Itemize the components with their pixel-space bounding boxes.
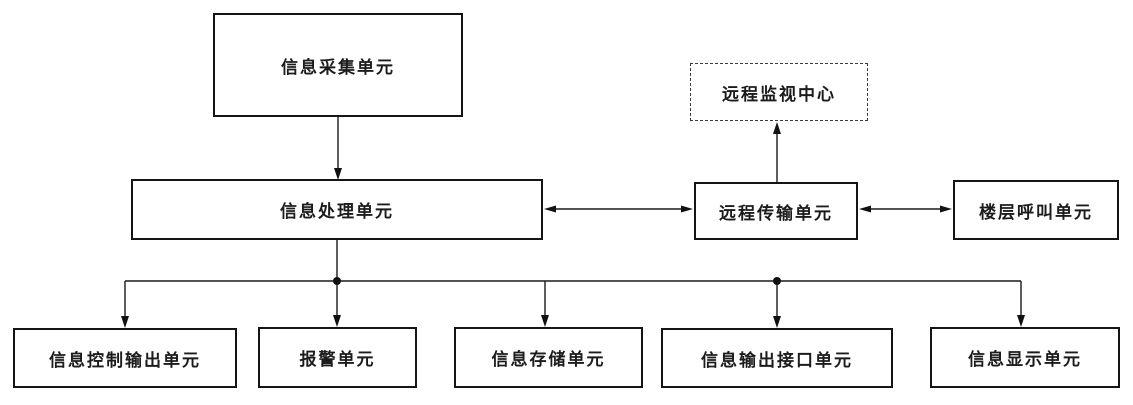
arrowhead-down-into-alarm <box>333 315 341 327</box>
arrowhead-down-into-processing <box>334 168 342 180</box>
arrowhead-down-into-storage <box>541 315 549 327</box>
junction-dot-left <box>333 277 341 285</box>
node-info-display-unit: 信息显示单元 <box>930 327 1120 388</box>
arrowhead-left-into-transmission <box>859 205 871 213</box>
arrowhead-down-into-display <box>1017 315 1025 327</box>
node-label: 报警单元 <box>299 350 376 369</box>
node-label: 信息控制输出单元 <box>49 350 201 370</box>
node-info-collection-unit: 信息采集单元 <box>213 13 463 117</box>
node-alarm-unit: 报警单元 <box>258 327 417 388</box>
node-label: 楼层呼叫单元 <box>979 202 1093 222</box>
node-info-storage-unit: 信息存储单元 <box>454 327 643 388</box>
node-label: 信息采集单元 <box>281 57 395 77</box>
arrowhead-right-into-transmission <box>681 205 693 213</box>
node-label: 远程监视中心 <box>722 84 836 104</box>
arrowhead-left-into-processing <box>544 205 556 213</box>
node-label: 信息显示单元 <box>968 350 1082 369</box>
node-info-processing-unit: 信息处理单元 <box>131 179 543 240</box>
node-label: 信息输出接口单元 <box>701 350 853 370</box>
arrowhead-up-into-monitoring <box>773 122 781 134</box>
arrowhead-down-into-output-interface <box>773 316 781 328</box>
node-info-output-interface-unit: 信息输出接口单元 <box>661 328 893 388</box>
node-label: 远程传输单元 <box>719 203 833 223</box>
node-label: 信息处理单元 <box>280 202 394 221</box>
arrowhead-down-into-control-output <box>121 316 129 328</box>
junction-dot-right <box>773 277 781 285</box>
arrowhead-right-into-floor-call <box>940 205 952 213</box>
node-remote-monitoring-center: 远程监视中心 <box>690 63 868 121</box>
node-info-control-output-unit: 信息控制输出单元 <box>13 328 237 388</box>
node-remote-transmission-unit: 远程传输单元 <box>694 182 858 240</box>
node-label: 信息存储单元 <box>491 350 606 369</box>
node-floor-call-unit: 楼层呼叫单元 <box>953 180 1119 240</box>
